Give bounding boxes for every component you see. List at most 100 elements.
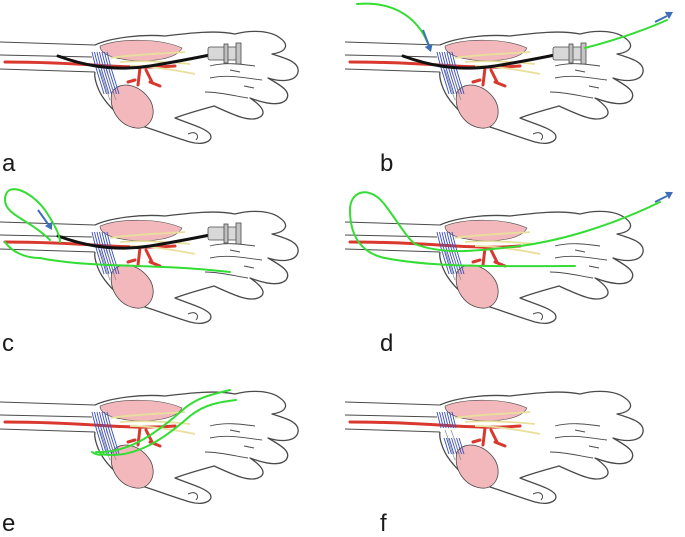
thumbnail <box>532 132 544 141</box>
wire-lower-segment <box>384 257 576 268</box>
thumbnail <box>532 492 544 501</box>
hand-outline <box>94 210 299 324</box>
wire-saw-lower <box>99 399 237 456</box>
ligament-fiber <box>104 51 117 95</box>
hand-illustration <box>0 188 299 324</box>
wire-saw-bottom <box>91 451 105 456</box>
forearm-tendon-line <box>345 54 438 58</box>
forearm-tendon-line <box>345 414 438 418</box>
ligament-fiber <box>104 231 117 275</box>
ligament-fiber <box>451 51 465 95</box>
exit-arrow-shaft <box>654 15 668 23</box>
panel-label-f: f <box>380 510 387 537</box>
panel-e <box>0 360 330 535</box>
entry-arrow-head <box>44 221 53 230</box>
artery-branches <box>471 66 507 88</box>
syringe-body <box>207 226 239 241</box>
ligament-fiber <box>106 231 120 275</box>
thumbnail <box>532 312 544 321</box>
forearm-tendon-line <box>0 414 93 418</box>
syringe-body <box>552 46 584 61</box>
palm-creases <box>549 423 608 459</box>
ligament-fiber <box>436 51 450 95</box>
thumbnail <box>187 492 199 501</box>
syringe-hub <box>207 222 242 245</box>
forearm-lower-edge <box>345 248 441 253</box>
panel-f <box>345 360 675 535</box>
transverse-carpal-ligament <box>436 411 465 455</box>
syringe-body <box>207 46 239 61</box>
forearm-lower-edge <box>0 248 96 253</box>
ligament-fiber <box>451 411 457 429</box>
ligament-fiber <box>439 411 444 429</box>
nerve-branches <box>109 411 196 435</box>
entry-arrow-shaft <box>422 29 430 47</box>
hand-outline <box>94 390 299 504</box>
hypothenar-muscle <box>99 219 183 241</box>
needle <box>56 52 217 70</box>
hand-illustration <box>0 389 299 504</box>
artery-branches <box>471 426 507 448</box>
panel-label-a: a <box>2 150 16 177</box>
palm-creases <box>204 423 263 459</box>
ligament-fiber <box>91 411 105 455</box>
ligament-fiber <box>436 411 442 429</box>
palm-creases <box>549 243 608 279</box>
panel-label-b: b <box>380 150 394 177</box>
forearm-lower-edge <box>0 68 96 73</box>
ligament-fiber <box>94 411 107 455</box>
palm-creases <box>204 243 263 279</box>
hypothenar-muscle <box>99 39 183 61</box>
wire-loop-return <box>4 241 41 259</box>
ligament-fiber <box>96 411 110 455</box>
syringe-ring <box>223 43 229 64</box>
fascia-lines <box>99 429 117 461</box>
forearm-lower-edge <box>345 428 441 433</box>
syringe-ring <box>568 43 574 64</box>
ligament-fiber <box>449 231 462 275</box>
forearm-lower-edge <box>345 68 441 73</box>
hand-outline <box>94 30 299 144</box>
panel-b <box>345 0 675 175</box>
fascia-lines <box>444 429 462 461</box>
wire-exit-segment <box>584 19 668 49</box>
hypothenar-muscle <box>444 399 528 421</box>
syringe-flange <box>580 42 587 65</box>
exit-arrow-head <box>664 11 673 20</box>
entry-arrow-head <box>424 43 433 52</box>
ligament-fiber <box>451 231 465 275</box>
needle <box>401 52 562 70</box>
ligament-fiber <box>439 51 452 95</box>
forearm-upper-edge <box>0 401 96 406</box>
needle <box>56 232 217 250</box>
syringe-hub <box>552 42 587 65</box>
forearm-upper-edge <box>345 401 441 406</box>
fascia-lines <box>444 69 462 101</box>
thenar-muscle <box>455 84 499 129</box>
ligament-fiber <box>458 437 465 455</box>
ligament-fiber <box>441 231 455 275</box>
ligament-fiber <box>444 231 457 275</box>
hand-illustration <box>0 30 299 144</box>
ligament-fiber <box>99 231 112 275</box>
guide-wire <box>348 191 661 268</box>
fascia-lines <box>99 69 117 101</box>
transverse-carpal-ligament <box>436 231 465 275</box>
ligament-fiber <box>449 51 462 95</box>
ligament-fiber <box>94 231 107 275</box>
ligament-fiber <box>91 51 105 95</box>
forearm-tendon-line <box>0 54 93 58</box>
ligament-fiber <box>443 437 450 455</box>
entry-arrow-shaft <box>37 209 49 225</box>
syringe-flange <box>235 42 242 65</box>
nerve-branches <box>454 411 541 435</box>
hand-illustration <box>345 390 644 504</box>
guide-wire <box>3 188 231 273</box>
ligament-fiber <box>441 51 455 95</box>
hypothenar-muscle <box>99 399 183 421</box>
guide-wire <box>91 389 237 456</box>
ligament-fiber <box>444 411 449 429</box>
ligament-fiber <box>451 437 457 455</box>
thumbnail <box>187 132 199 141</box>
ligament-fiber <box>441 411 447 429</box>
